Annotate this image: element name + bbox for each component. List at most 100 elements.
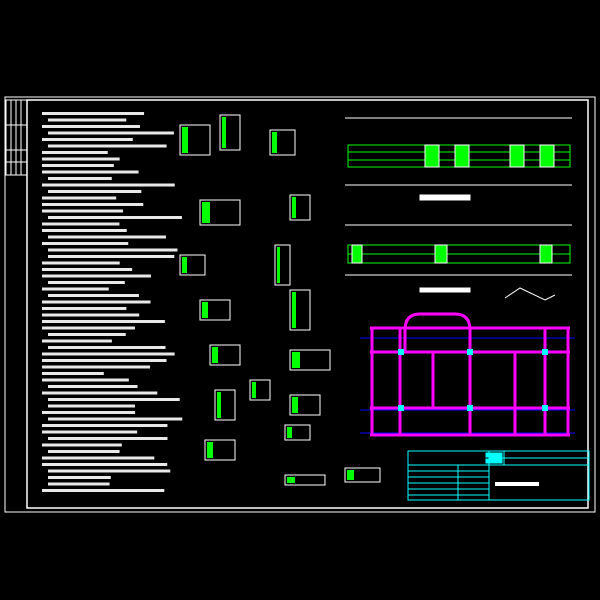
beam-elevation-2 bbox=[345, 224, 572, 301]
beam-elevation-1 bbox=[345, 117, 572, 201]
note-line bbox=[42, 456, 155, 460]
rebar-mark bbox=[182, 257, 187, 273]
note-line bbox=[48, 294, 139, 297]
note-line bbox=[42, 463, 168, 466]
section-detail bbox=[284, 474, 326, 486]
note-line bbox=[42, 268, 133, 271]
note-line bbox=[48, 469, 171, 473]
section-detail bbox=[269, 129, 296, 156]
note-line bbox=[48, 190, 142, 193]
section-detail bbox=[344, 467, 381, 483]
general-notes-text-block bbox=[42, 112, 183, 492]
section-detail bbox=[204, 439, 236, 461]
note-line bbox=[48, 281, 125, 284]
note-line bbox=[42, 424, 168, 427]
note-line bbox=[42, 372, 104, 375]
rebar-mark bbox=[222, 117, 226, 148]
section-detail bbox=[199, 299, 231, 321]
note-line bbox=[48, 450, 120, 453]
rebar-mark bbox=[252, 382, 256, 398]
section-detail bbox=[219, 114, 241, 151]
note-line bbox=[42, 157, 120, 161]
rebar-mark bbox=[207, 442, 213, 458]
rebar-mark bbox=[287, 477, 295, 483]
note-line bbox=[42, 300, 151, 304]
note-line bbox=[42, 391, 158, 395]
rebar-mark bbox=[292, 397, 298, 413]
rebar-mark bbox=[292, 197, 296, 218]
note-line bbox=[42, 365, 151, 369]
rebar-mark bbox=[202, 202, 210, 223]
note-line bbox=[42, 430, 138, 434]
rebar-mark bbox=[292, 352, 300, 368]
section-detail bbox=[289, 394, 321, 416]
section-detail bbox=[274, 244, 291, 286]
section-detail bbox=[289, 194, 311, 221]
note-line bbox=[42, 112, 145, 115]
note-line bbox=[48, 398, 180, 401]
note-line bbox=[48, 235, 166, 239]
note-line bbox=[42, 274, 151, 278]
section-details bbox=[179, 114, 381, 486]
note-line bbox=[48, 177, 112, 180]
rebar-mark bbox=[277, 247, 280, 283]
note-line bbox=[42, 443, 122, 447]
note-line bbox=[42, 261, 120, 265]
note-line bbox=[48, 216, 182, 219]
note-line bbox=[42, 313, 140, 317]
note-line bbox=[42, 125, 140, 128]
note-line bbox=[48, 476, 111, 479]
note-line bbox=[48, 144, 167, 148]
rebar-mark bbox=[217, 392, 221, 418]
binding-strip-grid bbox=[5, 99, 28, 176]
note-line bbox=[42, 359, 167, 362]
section-detail bbox=[199, 199, 241, 226]
section-detail bbox=[284, 424, 311, 441]
note-line bbox=[42, 287, 109, 291]
note-line bbox=[42, 320, 165, 323]
rebar-mark bbox=[212, 347, 218, 363]
section-detail bbox=[209, 344, 241, 366]
note-line bbox=[42, 183, 175, 187]
note-line bbox=[42, 242, 129, 245]
note-line bbox=[42, 326, 135, 330]
note-line bbox=[42, 307, 127, 310]
section-detail bbox=[289, 289, 311, 331]
section-detail bbox=[214, 389, 236, 421]
rebar-mark bbox=[287, 427, 292, 438]
note-line bbox=[42, 151, 108, 154]
note-line bbox=[42, 352, 175, 356]
title-block bbox=[407, 450, 590, 501]
note-line bbox=[42, 164, 114, 167]
note-line bbox=[48, 248, 178, 252]
floor-plan bbox=[360, 312, 575, 437]
note-line bbox=[42, 222, 120, 226]
note-line bbox=[42, 196, 117, 200]
section-detail bbox=[179, 124, 211, 156]
note-line bbox=[42, 209, 124, 213]
note-line bbox=[42, 203, 144, 206]
rebar-mark bbox=[182, 127, 188, 153]
rebar-mark bbox=[347, 470, 354, 480]
section-detail bbox=[249, 379, 271, 401]
note-line bbox=[42, 170, 139, 174]
note-line bbox=[42, 138, 133, 141]
section-detail bbox=[179, 254, 206, 276]
note-line bbox=[48, 482, 110, 486]
note-line bbox=[48, 385, 138, 388]
note-line bbox=[48, 255, 175, 258]
rebar-mark bbox=[272, 132, 277, 153]
note-line bbox=[42, 339, 112, 343]
note-line bbox=[42, 411, 136, 414]
rebar-mark bbox=[202, 302, 208, 318]
note-line bbox=[48, 118, 127, 122]
note-line bbox=[48, 131, 174, 135]
note-line bbox=[48, 346, 166, 349]
note-line bbox=[48, 417, 183, 421]
note-line bbox=[42, 378, 129, 382]
note-line bbox=[48, 404, 135, 408]
note-line bbox=[42, 229, 127, 232]
section-detail bbox=[289, 349, 331, 371]
note-line bbox=[42, 489, 165, 492]
